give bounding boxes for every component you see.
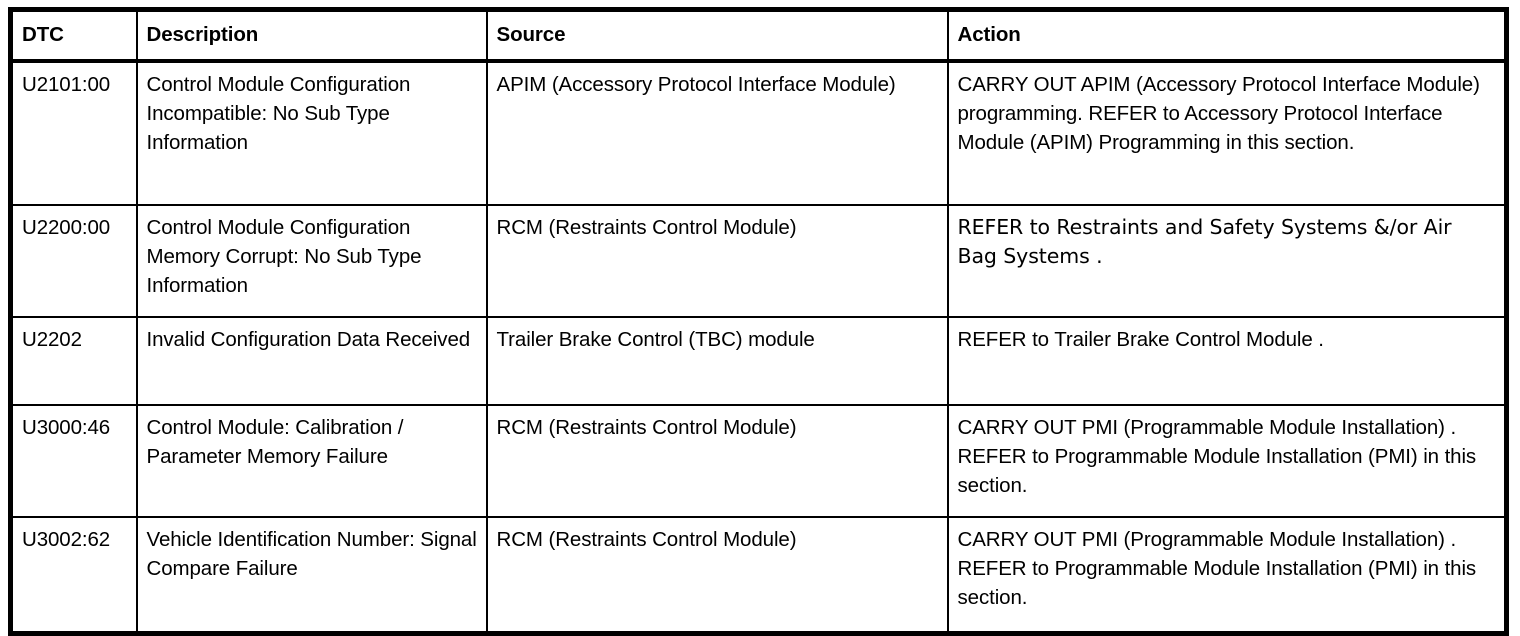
cell-description: Vehicle Identification Number: Signal Co… [135,516,488,635]
column-header-description: Description [135,8,488,63]
column-header-source: Source [485,8,949,63]
table-row: U2202 Invalid Configuration Data Receive… [9,316,1508,406]
cell-action: REFER to Trailer Brake Control Module . [946,316,1508,406]
cell-action: REFER to Restraints and Safety Systems &… [946,204,1508,318]
cell-action: CARRY OUT APIM (Accessory Protocol Inter… [946,60,1508,206]
cell-action: CARRY OUT PMI (Programmable Module Insta… [946,516,1508,635]
table-row: U3000:46 Control Module: Calibration / P… [9,404,1508,518]
cell-description: Invalid Configuration Data Received [135,316,488,406]
cell-dtc: U2200:00 [9,204,138,318]
cell-source: RCM (Restraints Control Module) [485,204,949,318]
column-header-action: Action [946,8,1508,63]
cell-description: Control Module Configuration Incompatibl… [135,60,488,206]
cell-dtc: U3000:46 [9,404,138,518]
cell-source: RCM (Restraints Control Module) [485,516,949,635]
cell-source: RCM (Restraints Control Module) [485,404,949,518]
cell-description: Control Module Configuration Memory Corr… [135,204,488,318]
table-row: U2101:00 Control Module Configuration In… [9,60,1508,206]
table-row: U2200:00 Control Module Configuration Me… [9,204,1508,318]
cell-description: Control Module: Calibration / Parameter … [135,404,488,518]
cell-dtc: U2101:00 [9,60,138,206]
cell-action: CARRY OUT PMI (Programmable Module Insta… [946,404,1508,518]
table-row: U3002:62 Vehicle Identification Number: … [9,516,1508,635]
cell-source: Trailer Brake Control (TBC) module [485,316,949,406]
cell-dtc: U3002:62 [9,516,138,635]
cell-dtc: U2202 [9,316,138,406]
document-page: DTC Description Source Action U2101:00 C… [8,7,1509,636]
table-header: DTC Description Source Action [9,8,1508,63]
dtc-reference-table: DTC Description Source Action U2101:00 C… [8,7,1509,636]
table-body: U2101:00 Control Module Configuration In… [9,60,1508,635]
cell-source: APIM (Accessory Protocol Interface Modul… [485,60,949,206]
table-header-row: DTC Description Source Action [9,8,1508,63]
column-header-dtc: DTC [9,8,138,63]
